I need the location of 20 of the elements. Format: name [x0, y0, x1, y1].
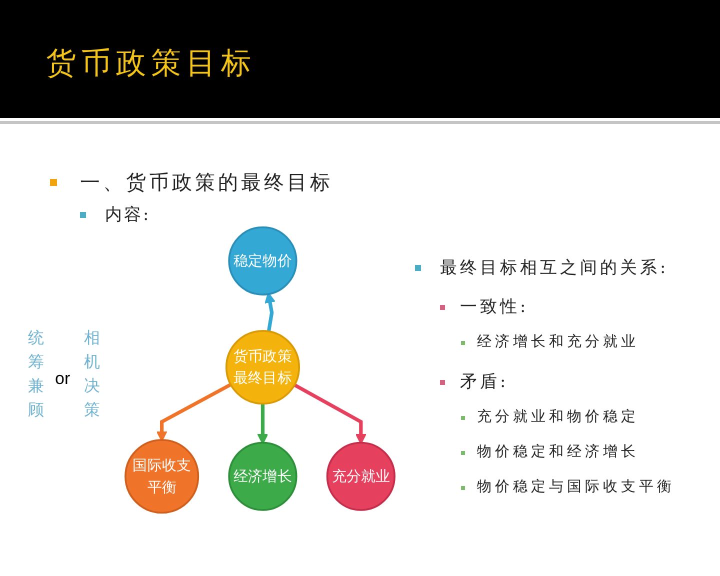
vertical-note: 统筹兼顾	[27, 327, 45, 421]
slide-title: 货币政策目标	[46, 46, 256, 82]
circle-node: 货币政策最终目标	[225, 330, 300, 405]
bullet-text: 充分就业和物价稳定	[477, 409, 639, 426]
vertical-note: 相机决策	[83, 327, 101, 421]
arrow	[264, 292, 276, 332]
circle-node: 充分就业	[326, 442, 396, 511]
arrow	[156, 382, 232, 442]
circle-node: 稳定物价	[228, 226, 298, 296]
circle-node: 经济增长	[228, 442, 298, 511]
bullet-text: 物价稳定和经济增长	[477, 444, 639, 462]
bullet-text: 最终目标相互之间的关系:	[440, 258, 669, 278]
note-text: or	[55, 369, 70, 390]
circle-node: 国际收支平衡	[124, 439, 200, 514]
bullet-text: 一致性:	[460, 297, 529, 318]
section-heading: 一、货币政策的最终目标	[80, 170, 333, 194]
bullet-text: 内容:	[105, 205, 151, 226]
bullet-text: 经济增长和充分就业	[477, 334, 639, 352]
bullet-text: 矛盾:	[460, 372, 509, 392]
bullet-text: 物价稳定与国际收支平衡	[477, 479, 675, 496]
